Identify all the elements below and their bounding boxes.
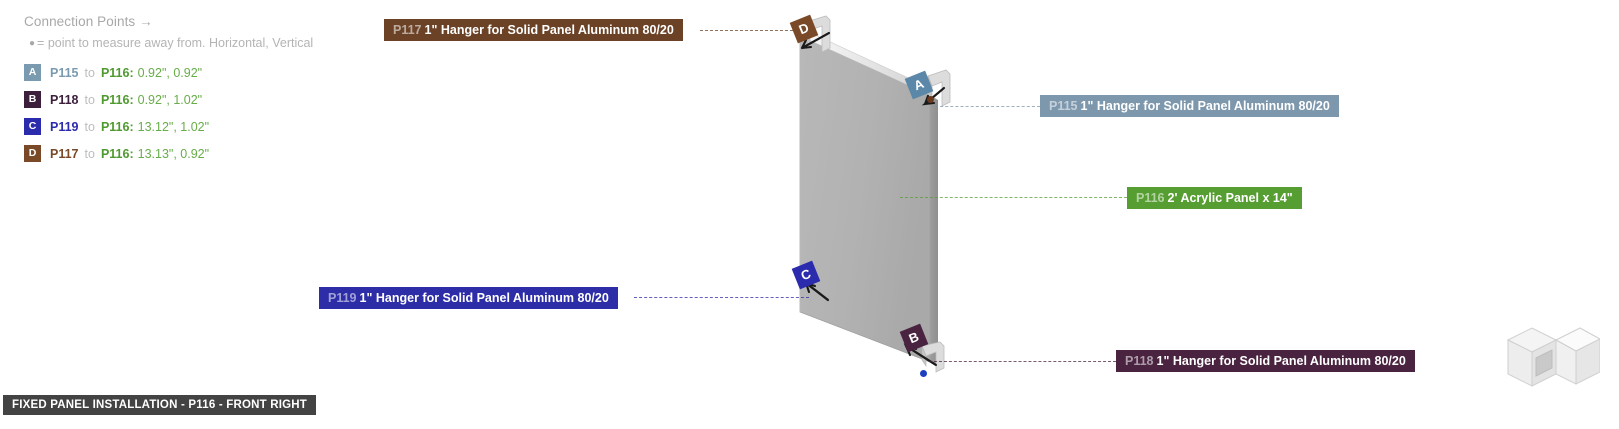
legend-dimensions: 13.12", 1.02" — [137, 119, 210, 134]
legend-from-part: P119 — [50, 119, 79, 134]
legend-to-word: to — [84, 65, 95, 80]
status-bar: FIXED PANEL INSTALLATION - P116 - FRONT … — [3, 395, 317, 415]
legend-from-part: P117 — [50, 146, 79, 161]
legend-badge-b: B — [24, 91, 41, 108]
panel-side-face — [930, 95, 938, 366]
legend-title: Connection Points → — [24, 14, 153, 29]
legend-row-b[interactable]: B P118 to P116:0.92", 1.02" — [24, 86, 354, 113]
legend-to-word: to — [84, 146, 95, 161]
callout-part-name: 1" Hanger for Solid Panel Aluminum 80/20 — [1080, 99, 1330, 113]
legend-row-a[interactable]: A P115 to P116:0.92", 0.92" — [24, 59, 354, 86]
callout-part-id: P119 — [328, 291, 357, 305]
legend-row-d[interactable]: D P117 to P116:13.13", 0.92" — [24, 140, 354, 167]
leader-line-p119 — [634, 297, 809, 298]
hanger-bracket-p118[interactable] — [921, 341, 945, 373]
callout-part-name: 1" Hanger for Solid Panel Aluminum 80/20 — [1156, 354, 1406, 368]
legend-target-part: P116: — [100, 119, 134, 134]
callout-part-name: 2' Acrylic Panel x 14" — [1167, 191, 1293, 205]
callout-part-id: P118 — [1125, 354, 1154, 368]
legend-badge-d: D — [24, 145, 41, 162]
callout-part-name: 1" Hanger for Solid Panel Aluminum 80/20 — [424, 23, 674, 37]
legend-badge-c: C — [24, 118, 41, 135]
legend-target-part: P116: — [100, 146, 134, 161]
callout-part-id: P116 — [1136, 191, 1165, 205]
legend-badge-a: A — [24, 64, 41, 81]
connection-points-legend: Connection Points → ●= point to measure … — [24, 14, 354, 167]
callout-part-id: P115 — [1049, 99, 1078, 113]
legend-to-word: to — [84, 92, 95, 107]
legend-row-c[interactable]: C P119 to P116:13.12", 1.02" — [24, 113, 354, 140]
legend-from-part: P115 — [50, 65, 79, 80]
leader-line-p118 — [929, 361, 1116, 362]
legend-dimensions: 13.13", 0.92" — [137, 146, 210, 161]
legend-dimensions: 0.92", 1.02" — [137, 92, 203, 107]
model-marker-c[interactable]: C — [791, 260, 821, 290]
measure-point-dot-icon: ● — [29, 38, 36, 49]
measure-point-b[interactable] — [920, 370, 927, 377]
view-orientation-cube[interactable] — [1490, 310, 1600, 402]
model-marker-a[interactable]: A — [904, 70, 934, 100]
legend-note: ●= point to measure away from. Horizonta… — [24, 36, 354, 50]
arrow-c — [805, 282, 829, 301]
legend-note-text: = point to measure away from. Horizontal… — [37, 36, 314, 50]
legend-dimensions: 0.92", 0.92" — [137, 65, 203, 80]
leader-line-p117 — [700, 30, 798, 31]
legend-target-part: P116: — [100, 65, 134, 80]
leader-line-p116 — [900, 197, 1127, 198]
model-marker-d[interactable]: D — [789, 14, 819, 44]
measure-point-a[interactable] — [927, 96, 934, 103]
legend-from-part: P118 — [50, 92, 79, 107]
model-marker-b[interactable]: B — [899, 323, 929, 353]
callout-part-id: P117 — [393, 23, 422, 37]
legend-target-part: P116: — [100, 92, 134, 107]
legend-to-word: to — [84, 119, 95, 134]
callout-part-name: 1" Hanger for Solid Panel Aluminum 80/20 — [359, 291, 609, 305]
leader-line-p115 — [935, 106, 1040, 107]
